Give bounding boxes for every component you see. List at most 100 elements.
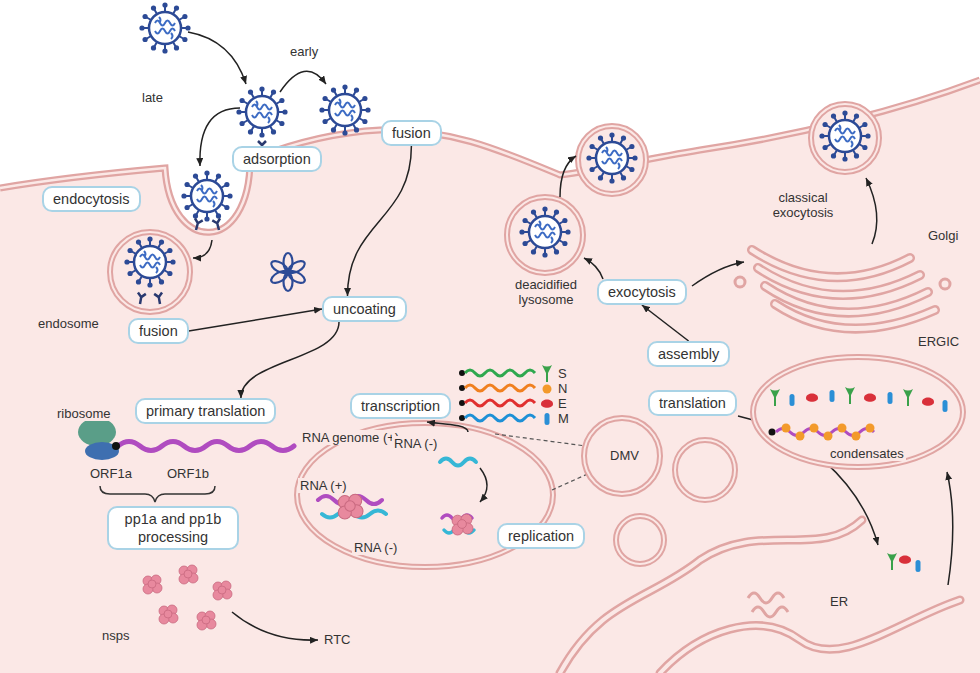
process-label: assembly: [647, 341, 730, 367]
nsps-cluster: [143, 565, 318, 640]
process-text: fusion: [392, 124, 431, 142]
transcripts-part: [459, 385, 465, 391]
endosome-part: [136, 292, 146, 304]
endoplasmic-reticulum-part: [616, 516, 664, 564]
cell-body-part: [0, 80, 980, 673]
ergic-part: [796, 432, 805, 441]
transcripts-part: [459, 400, 465, 406]
endoplasmic-reticulum-part: [748, 593, 788, 617]
process-text: translation: [659, 394, 726, 412]
process-label: translation: [648, 390, 737, 416]
process-label: adsorption: [232, 146, 322, 172]
exocytosis-vesicles-part: [819, 110, 870, 161]
virus-entry-part: [319, 84, 370, 135]
part-label: ER: [828, 594, 850, 609]
process-text: transcription: [361, 397, 440, 415]
virus-entry-part: [193, 240, 212, 258]
transcripts-part: [543, 385, 552, 394]
ergic-part: [790, 394, 795, 406]
exocytosis-vesicles-part: [692, 262, 744, 286]
part-label: classical exocytosis: [758, 190, 848, 220]
cell-body-part: [0, 80, 980, 232]
endoplasmic-reticulum-part: [660, 600, 960, 673]
golgi-part: [735, 277, 745, 287]
flow-arrow: [348, 146, 412, 296]
ribosome-and-genome-part: [112, 442, 120, 450]
process-label: primary translation: [135, 398, 276, 424]
endoplasmic-reticulum-part: [675, 440, 735, 500]
ergic-part: [753, 357, 963, 467]
ergic-part: [922, 398, 934, 406]
endosome: [110, 232, 190, 312]
exocytosis-vesicles-part: [519, 206, 570, 257]
endosome-part: [154, 292, 164, 304]
endoplasmic-reticulum-part: [675, 440, 735, 500]
double-membrane-vesicle-part: [440, 459, 476, 466]
ribosome-and-genome-part: [78, 418, 116, 446]
exocytosis-vesicles-part: [578, 126, 646, 194]
virus-entry-part: [181, 170, 232, 221]
part-label: ORF1a: [88, 466, 134, 481]
process-label: fusion: [128, 318, 189, 344]
transcripts: [459, 365, 553, 425]
exocytosis-vesicles: [507, 104, 879, 286]
endoplasmic-reticulum-part: [887, 553, 897, 570]
nsps-cluster-part: [159, 605, 178, 624]
ergic: [753, 357, 963, 467]
ergic-part: [753, 357, 963, 467]
uncoated-genome: [269, 253, 306, 291]
part-label: ERGIC: [916, 334, 961, 349]
transcripts-part: [545, 413, 550, 425]
ergic-part: [824, 432, 833, 441]
transcripts-part: [459, 370, 465, 376]
part-label: condensates: [828, 446, 906, 461]
ergic-part: [864, 394, 876, 402]
golgi-part: [775, 304, 935, 329]
exocytosis-vesicles-part: [811, 104, 879, 172]
exocytosis-vesicles-part: [586, 132, 637, 183]
ergic-part: [838, 424, 847, 433]
exocytosis-vesicles-part: [866, 178, 877, 244]
part-label: ribosome: [55, 406, 112, 421]
virus-entry-part: [188, 32, 246, 84]
double-membrane-vesicle-part: [495, 434, 592, 490]
nsps-cluster-part: [197, 611, 216, 630]
exocytosis-vesicles-part: [811, 104, 879, 172]
double-membrane-vesicle-part: [452, 514, 473, 535]
virus-entry-part: [280, 71, 326, 92]
part-label: RNA (-): [352, 540, 399, 555]
endoplasmic-reticulum-part: [899, 556, 911, 564]
endosome-part: [110, 232, 190, 312]
virus-entry-part: [192, 218, 203, 231]
golgi-part: [775, 304, 935, 329]
exocytosis-vesicles-part: [560, 156, 576, 197]
part-label: RNA genome (+): [300, 430, 401, 445]
golgi: [735, 250, 950, 329]
exocytosis-vesicles-part: [507, 197, 583, 273]
exocytosis-vesicles-part: [507, 197, 583, 273]
ergic-part: [806, 394, 818, 402]
endosome-part: [110, 232, 190, 312]
ribosome-and-genome-part: [118, 442, 294, 451]
flow-arrow: [241, 322, 339, 398]
transcripts-part: [542, 365, 552, 382]
double-membrane-vesicle-part: [338, 494, 363, 519]
endoplasmic-reticulum-part: [947, 472, 953, 585]
double-membrane-vesicle: [297, 422, 592, 567]
part-label: RTC: [322, 632, 352, 647]
process-label: transcription: [350, 393, 451, 419]
transcripts-part: [541, 400, 553, 408]
endoplasmic-reticulum-part: [584, 418, 660, 494]
virus-entry-part: [236, 86, 287, 137]
process-label: endocytosis: [42, 186, 141, 212]
double-membrane-vesicle-part: [427, 422, 468, 432]
part-label: early: [288, 44, 320, 59]
part-label: S: [556, 366, 569, 381]
part-label: DMV: [608, 448, 641, 463]
exocytosis-vesicles-part: [584, 258, 603, 279]
golgi-part: [940, 279, 950, 289]
ergic-part: [903, 389, 913, 406]
endoplasmic-reticulum: [560, 416, 960, 673]
process-text: assembly: [658, 345, 719, 363]
